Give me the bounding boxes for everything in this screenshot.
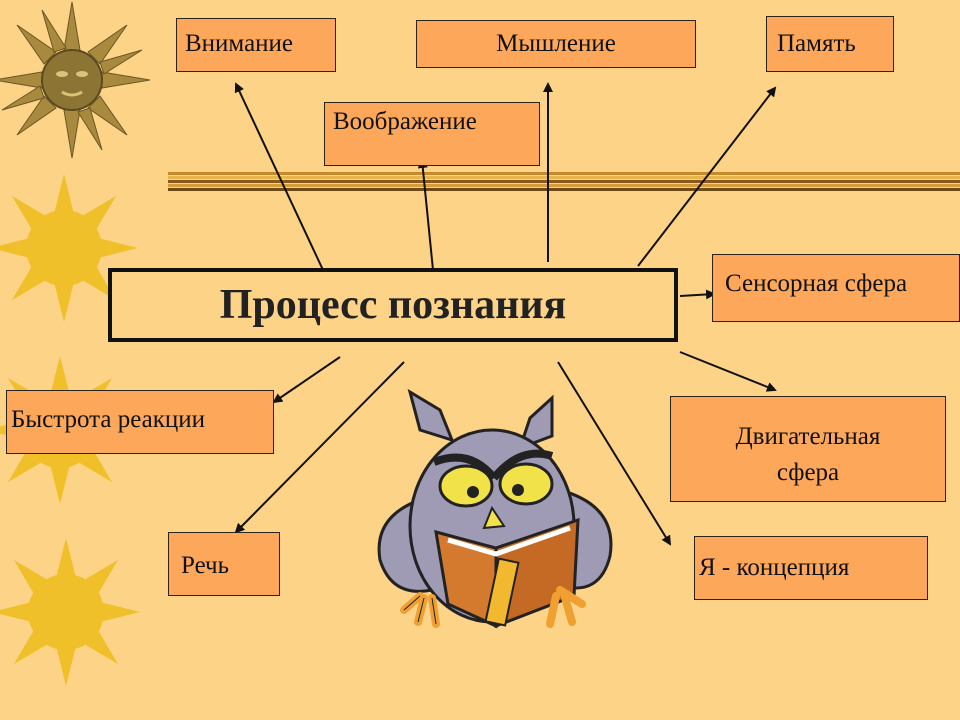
sun-face-icon (0, 1, 151, 159)
node-attention-label: Внимание (185, 30, 294, 57)
arrow-to-memory (637, 86, 777, 267)
arrow-to-reaction (272, 356, 341, 404)
decorative-stripe (168, 172, 960, 192)
node-imagination-label: Воображение (333, 108, 477, 135)
node-memory-label: Память (777, 30, 856, 57)
node-sensory: Сенсорная сфера (712, 254, 960, 322)
arrow-to-sensory (679, 289, 716, 300)
arrow-to-self-concept (557, 361, 672, 546)
arrow-to-motor (679, 351, 777, 392)
node-speech-label: Речь (181, 552, 230, 579)
node-sensory-label: Сенсорная сфера (725, 270, 908, 297)
node-motor-label-line-2: сфера (776, 459, 840, 486)
node-reaction-speed-label: Быстрота реакции (11, 406, 206, 433)
node-attention: Внимание (176, 18, 336, 72)
node-imagination: Воображение (324, 102, 540, 166)
central-concept: Процесс познания (108, 268, 678, 342)
node-motor-label-line-1: Двигательная (735, 423, 881, 450)
central-concept-label: Процесс познания (219, 282, 567, 328)
node-speech: Речь (168, 532, 280, 596)
sun-icon (0, 174, 138, 322)
node-reaction-speed: Быстрота реакции (6, 390, 274, 454)
node-thinking-label: Мышление (496, 30, 616, 57)
node-motor: Двигательная сфера (670, 396, 946, 502)
node-self-concept-label: Я - концепция (699, 554, 850, 581)
arrow-to-attention (234, 82, 324, 271)
sun-icon (0, 538, 140, 686)
node-self-concept: Я - концепция (694, 536, 928, 600)
node-thinking: Мышление (416, 20, 696, 68)
arrow-to-imagination (417, 158, 434, 271)
arrow-to-speech (234, 361, 405, 534)
node-memory: Память (766, 16, 894, 72)
